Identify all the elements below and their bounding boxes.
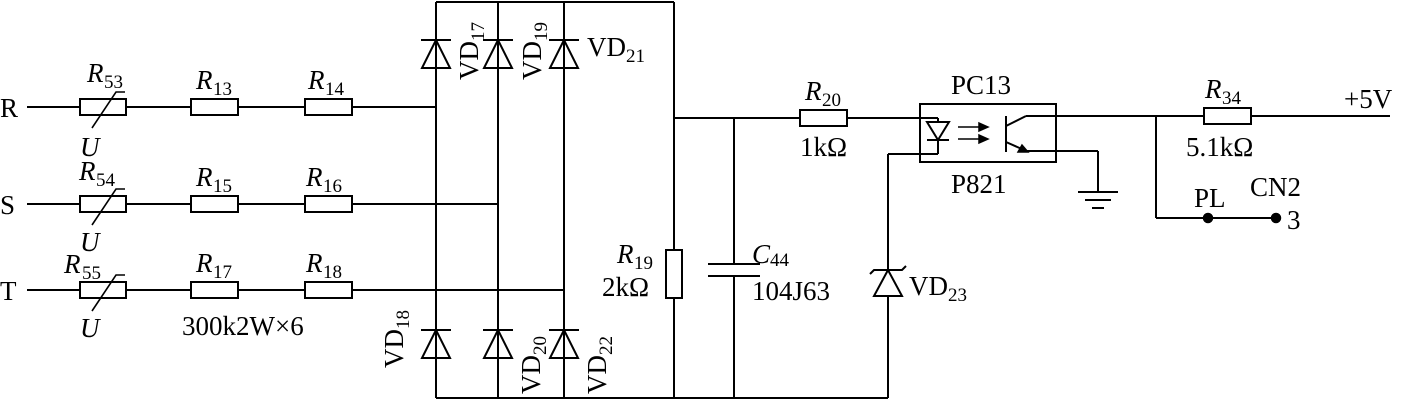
connector-signal: PL	[1194, 183, 1226, 213]
resistor-r34-sub: 34	[1222, 88, 1242, 109]
resistor-r13-sub: 13	[213, 79, 232, 100]
capacitor-c44-letter: C	[752, 239, 771, 269]
resistor-r19-value: 2kΩ	[602, 272, 649, 302]
resistor-r34-letter: R	[1204, 74, 1222, 104]
resistor-r17-sub: 17	[213, 262, 232, 283]
capacitor-c44-sub: 44	[770, 250, 790, 271]
svg-text:VD18: VD18	[379, 310, 414, 368]
ground-symbol	[1056, 150, 1118, 209]
optocoupler-pc13: PC13 P821	[919, 70, 1057, 199]
resistor-r15-letter: R	[195, 162, 213, 192]
resistor-r15: R 15	[190, 162, 239, 213]
varistor-r55-letter: R	[63, 249, 81, 279]
resistor-r20-value: 1kΩ	[800, 132, 847, 162]
resistor-r34: R 34 5.1kΩ	[1186, 74, 1253, 162]
diode-vd22-label: VD22	[582, 336, 617, 394]
resistor-r15-sub: 15	[213, 176, 232, 197]
diode-vd23-label: VD23	[909, 271, 967, 306]
varistor-r54-letter: R	[78, 156, 96, 186]
resistor-r17: R 17	[190, 248, 239, 299]
connector-pin: 3	[1287, 205, 1301, 235]
varistor-r54-u: U	[80, 227, 101, 257]
resistor-r13-letter: R	[195, 65, 213, 95]
diode-vd21	[548, 37, 580, 69]
resistor-r18-letter: R	[305, 248, 323, 278]
diode-vd20	[482, 327, 514, 359]
resistor-r20-letter: R	[804, 76, 822, 106]
resistor-r14-letter: R	[307, 65, 325, 95]
resistor-r16-letter: R	[305, 162, 323, 192]
zener-diode-vd23: VD23	[869, 265, 967, 306]
diode-vd19-label: VD19	[517, 22, 552, 80]
output-wiring	[1056, 115, 1390, 219]
supply-label: +5V	[1344, 84, 1393, 114]
resistor-r13: R 13	[190, 65, 239, 116]
input-label-r: R	[0, 93, 18, 123]
resistor-r14-sub: 14	[325, 79, 345, 100]
diode-vd17	[420, 37, 452, 69]
resistor-r19-letter: R	[616, 239, 634, 269]
resistor-r34-value: 5.1kΩ	[1186, 132, 1253, 162]
resistor-r17-letter: R	[195, 248, 213, 278]
optocoupler-part: P821	[951, 169, 1007, 199]
varistor-r53-sub: 53	[104, 72, 123, 93]
resistor-r16: R 16	[304, 162, 353, 213]
connector-cn2: PL CN2 3	[1194, 172, 1301, 235]
optocoupler-name: PC13	[951, 70, 1011, 100]
diode-vd19	[482, 37, 514, 69]
varistor-r54-sub: 54	[96, 170, 116, 191]
resistor-r19-sub: 19	[634, 253, 653, 274]
diode-vd20-label: VD20	[516, 336, 551, 394]
varistor-r55: R 55 U	[63, 249, 127, 343]
diode-vd22	[548, 327, 580, 359]
varistor-r53-letter: R	[86, 58, 104, 88]
diode-vd17-label: VD17	[454, 22, 489, 80]
varistor-r54: R 54 U	[78, 156, 127, 257]
svg-text:VD20: VD20	[516, 336, 551, 394]
diode-vd18	[420, 327, 452, 359]
resistor-r18: R 18	[304, 248, 353, 299]
resistor-r19: R 19 2kΩ	[602, 239, 683, 302]
svg-text:VD17: VD17	[454, 22, 489, 80]
input-label-s: S	[0, 190, 15, 220]
dc-bus-wiring	[673, 2, 920, 398]
connector-name: CN2	[1250, 172, 1301, 202]
bridge-rails	[435, 1, 888, 399]
varistor-r55-u: U	[80, 313, 101, 343]
resistor-r20: R 20 1kΩ	[799, 76, 848, 162]
resistor-r18-sub: 18	[323, 262, 342, 283]
varistor-r55-sub: 55	[82, 263, 101, 284]
capacitor-c44: C 44 104J63	[708, 239, 830, 306]
capacitor-c44-value: 104J63	[752, 276, 830, 306]
resistor-r14: R 14	[304, 65, 353, 116]
input-label-t: T	[0, 276, 17, 306]
svg-text:VD19: VD19	[517, 22, 552, 80]
varistor-r53: R 53 U	[79, 58, 127, 162]
resistor-r16-sub: 16	[323, 176, 342, 197]
diode-vd21-label: VD21	[587, 32, 645, 67]
resistor-r20-sub: 20	[822, 90, 841, 111]
svg-text:VD22: VD22	[582, 336, 617, 394]
diode-vd18-label: VD18	[379, 310, 414, 368]
varistor-r53-u: U	[80, 132, 101, 162]
series-resistor-value: 300k2W×6	[182, 311, 304, 341]
